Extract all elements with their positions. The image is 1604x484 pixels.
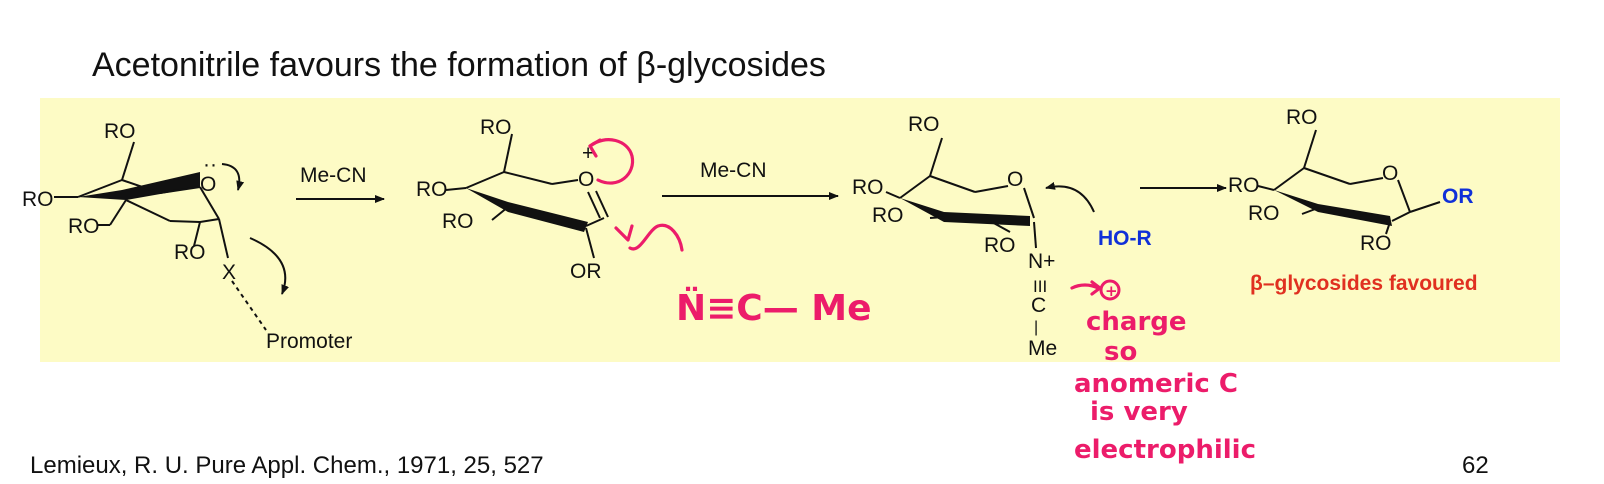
note-line: charge [1086,307,1187,337]
nitrilium-methyl-label: Me [1028,337,1057,360]
substituent-label: RO [22,188,54,211]
substituent-label: RO [852,176,884,199]
substituent-label: RO [1286,106,1318,129]
ring-oxygen-label: O [578,168,594,191]
scheme-panel [40,98,1560,362]
single-bond-mark: | [1034,319,1038,336]
page-number: 62 [1462,452,1489,479]
note-line: electrophilic [1074,435,1256,465]
reagent-1-label: Me-CN [300,164,367,187]
note-line: anomeric C [1074,369,1238,399]
oxocarbenium-ion [445,133,609,259]
citation: Lemieux, R. U. Pure Appl. Chem., 1971, 2… [30,452,544,479]
substituent-label: RO [174,241,206,264]
substituent-label: RO [480,116,512,139]
slide-title: Acetonitrile favours the formation of β-… [92,46,826,84]
substituent-label: RO [1248,202,1280,225]
product-or-label: OR [1442,185,1474,208]
substituent-label: RO [908,113,940,136]
substituent-label: RO [104,120,136,143]
substituent-label: RO [442,210,474,233]
nitrile-annotation: N̈≡C— Me [676,286,872,329]
lone-pair-dots: ·· [203,153,217,176]
triple-bond-mark: III [1033,277,1047,296]
substituent-label: RO [68,215,100,238]
promoter-label: Promoter [266,330,352,353]
substituent-label: RO [1228,174,1260,197]
ring-oxygen-label: O [1382,162,1398,185]
or-group-label: OR [570,260,602,283]
glycosyl-donor [54,141,289,331]
electrophilic-note: charge so anomeric C is very electrophil… [1074,307,1256,465]
substituent-label: RO [984,234,1016,257]
positive-charge-annotation: + [1105,282,1118,300]
leaving-group-label: X [222,261,236,284]
substituent-label: RO [416,178,448,201]
ring-oxygen-label: O [200,173,216,196]
nitrilium-ion [885,137,1095,249]
substituent-label: RO [872,204,904,227]
curly-arrow-annotations [588,138,1121,301]
note-line: is very [1090,397,1188,427]
nucleophile-label: HO-R [1098,227,1152,250]
product-caption: β–glycosides favoured [1250,272,1478,295]
nitrilium-nitrogen-label: N+ [1028,250,1055,273]
beta-glycoside-product [1257,129,1441,235]
note-line: so [1104,337,1137,367]
substituent-label: RO [1360,232,1392,255]
reagent-2-label: Me-CN [700,159,767,182]
ring-oxygen-label: O [1007,168,1023,191]
nitrilium-carbon-label: C [1031,294,1046,317]
